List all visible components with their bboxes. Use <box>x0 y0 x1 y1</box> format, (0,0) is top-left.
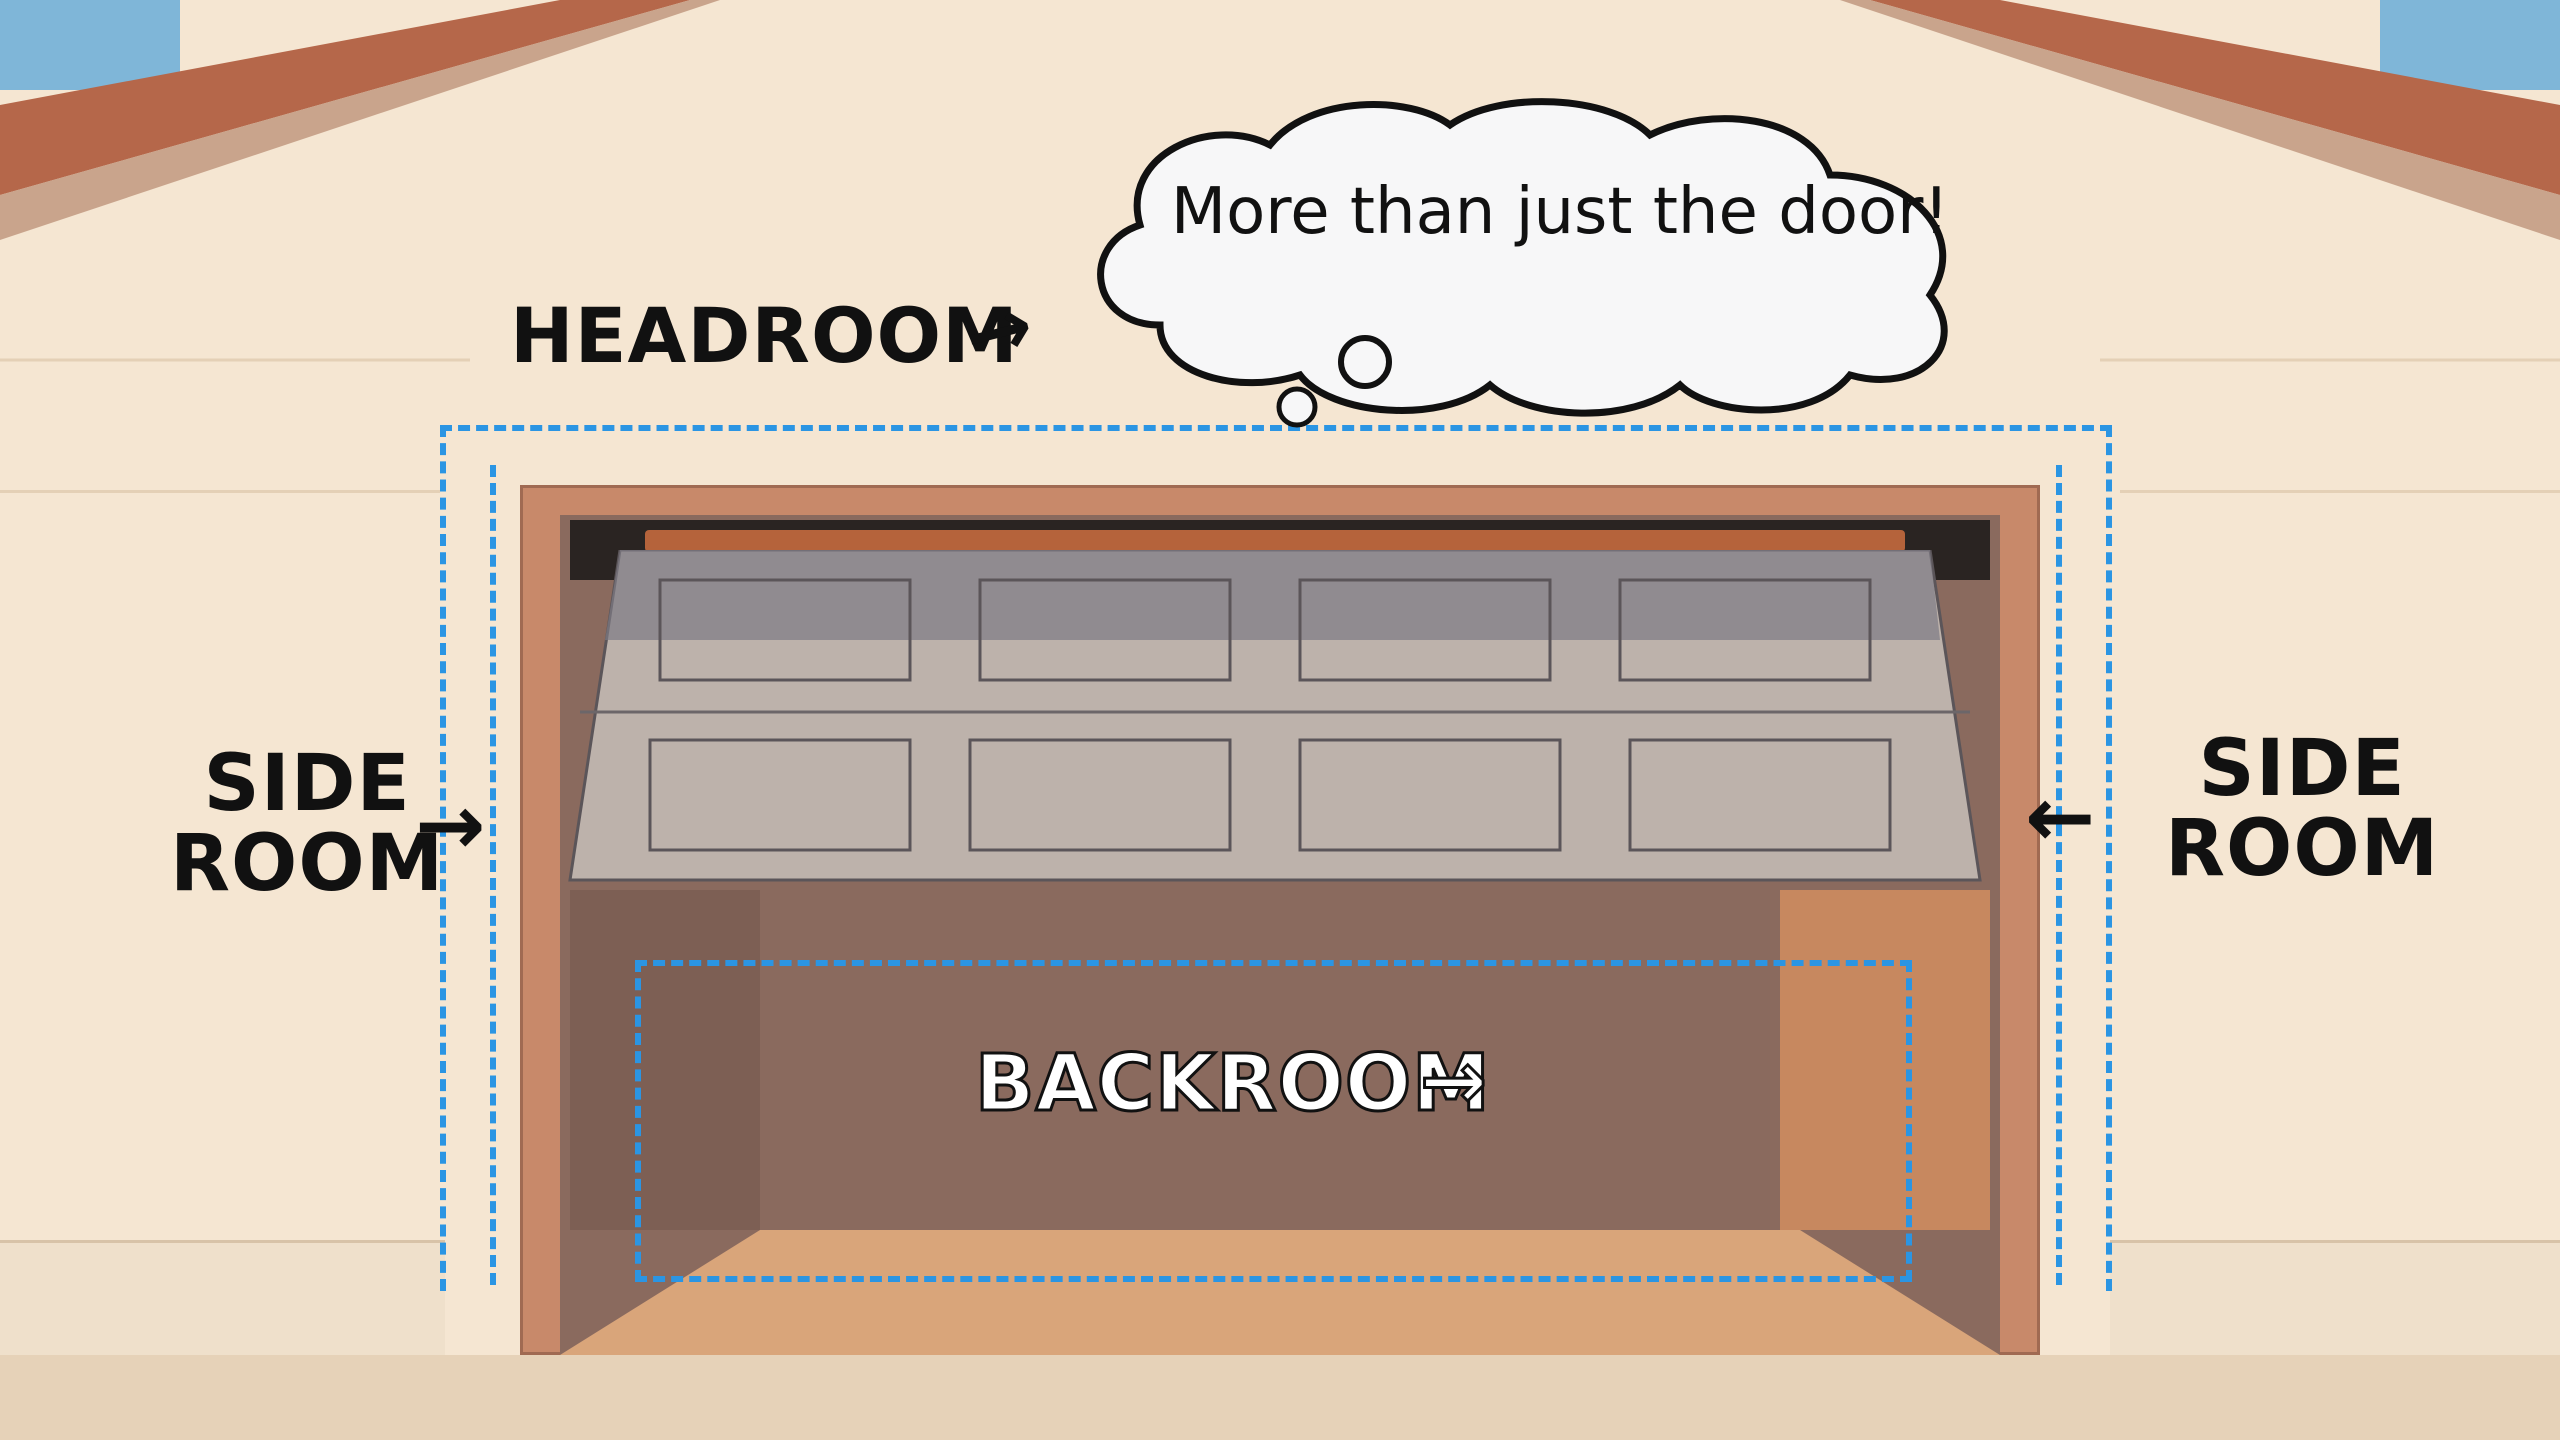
side-room-left-line2: ROOM <box>170 818 445 909</box>
baseboard-left <box>0 1240 445 1363</box>
backroom-outline <box>635 960 1912 1282</box>
backroom-arrow-icon: → <box>1418 1034 1489 1127</box>
interior-wall-left <box>570 890 760 1230</box>
siding-line <box>0 490 440 493</box>
headroom-label: HEADROOM <box>510 291 1019 380</box>
side-room-right-line2: ROOM <box>2165 803 2440 894</box>
side-room-right-line1: SIDE <box>2198 724 2406 814</box>
interior-wall-right <box>1780 890 1990 1230</box>
side-room-left-label: SIDE ROOM <box>170 739 445 909</box>
baseboard-right <box>2110 1240 2560 1363</box>
sky-right <box>2380 0 2560 90</box>
sky-left <box>0 0 180 90</box>
side-room-right-arrow-icon: ← <box>2025 768 2097 866</box>
garage-floor <box>560 1230 2000 1355</box>
thought-bubble-text: More than just the door! <box>1170 175 1950 249</box>
siding-line <box>2120 490 2560 493</box>
side-room-left-arrow-icon: → <box>415 776 487 874</box>
side-room-left-line1: SIDE <box>203 739 411 829</box>
backroom-label: BACKROOM <box>974 1039 1492 1129</box>
roof <box>0 0 2560 362</box>
thought-bubble <box>1097 98 1948 428</box>
torsion-bar <box>645 530 1905 552</box>
garage-door <box>568 550 1982 882</box>
clearance-outline-outer <box>440 425 2112 1291</box>
clearance-outline-inner <box>490 465 2062 1285</box>
driveway <box>0 1355 2560 1440</box>
side-room-right-label: SIDE ROOM <box>2165 724 2440 894</box>
